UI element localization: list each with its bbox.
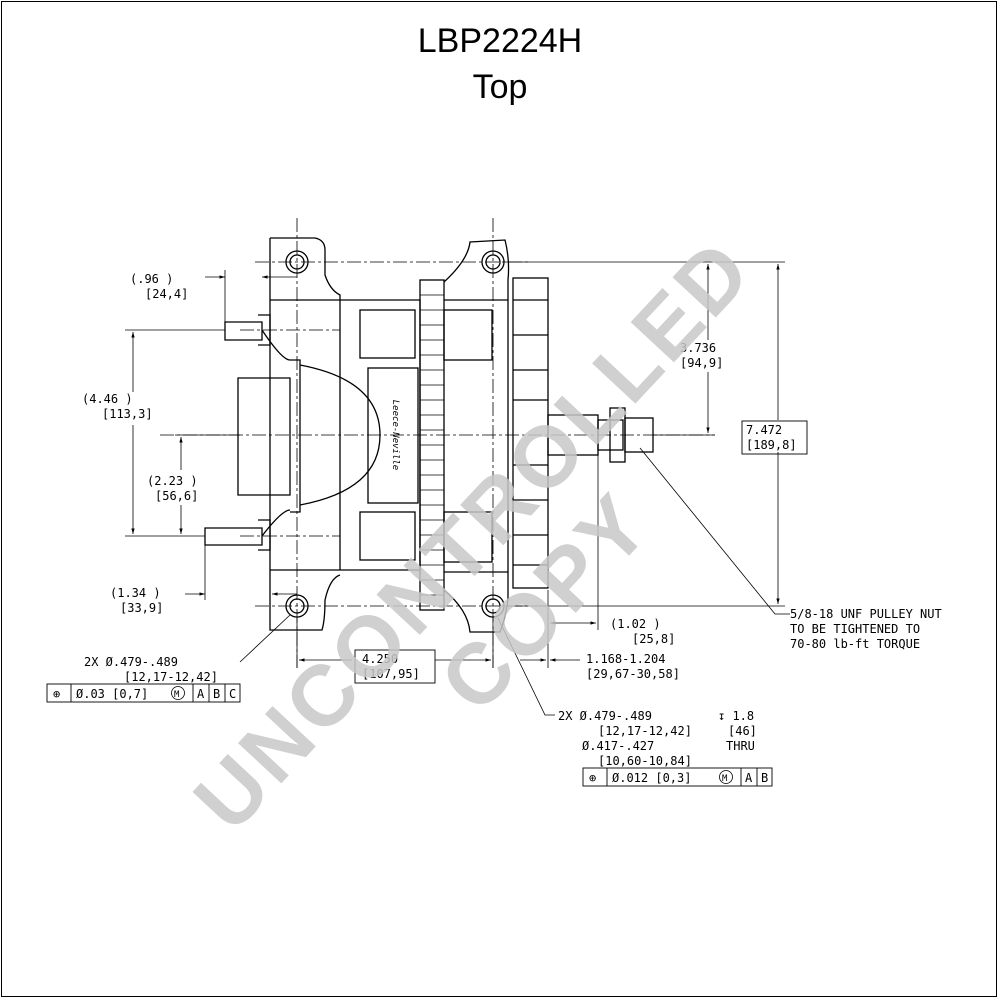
datum-a: A bbox=[745, 771, 753, 785]
dim-1168-mm: [29,67-30,58] bbox=[586, 667, 680, 681]
mmc-modifier: M bbox=[722, 774, 728, 784]
fcf-left-tolerance: Ø.03 [0,7] bbox=[76, 687, 148, 701]
dim-4250-in: 4.250 bbox=[362, 652, 398, 666]
datum-b: B bbox=[761, 771, 768, 785]
dim-096-mm: [24,4] bbox=[145, 287, 188, 301]
dim-102-mm: [25,8] bbox=[632, 632, 675, 646]
datum-c: C bbox=[229, 687, 236, 701]
dim-3736-mm: [94,9] bbox=[680, 356, 723, 370]
fcf-left-text: ⊕ Ø.03 [0,7] M A B C bbox=[53, 686, 236, 701]
hole-right-line4: [10,60-10,84] bbox=[598, 754, 692, 768]
fcf-left bbox=[46, 683, 241, 703]
hole-right-depth: ↧ 1.8 bbox=[718, 709, 754, 723]
pulley-note-line2: TO BE TIGHTENED TO bbox=[790, 622, 920, 636]
dim-134-in: (1.34 ) bbox=[110, 586, 161, 600]
dim-1168-in: 1.168-1.204 bbox=[586, 652, 665, 666]
view-subtitle: Top bbox=[472, 68, 528, 106]
datum-b: B bbox=[213, 687, 220, 701]
fcf-right bbox=[582, 767, 773, 787]
hole-right-depth-mm: [46] bbox=[728, 724, 757, 738]
position-icon: ⊕ bbox=[589, 771, 596, 785]
pulley-note-line1: 5/8-18 UNF PULLEY NUT bbox=[790, 607, 942, 621]
dim-446-mm: [113,3] bbox=[102, 407, 153, 421]
stator-fins bbox=[420, 294, 444, 596]
hole-right-thru: THRU bbox=[726, 739, 755, 753]
hole-left-line2: [12,17-12,42] bbox=[124, 670, 218, 684]
fcf-right-tolerance: Ø.012 [0,3] bbox=[612, 771, 691, 785]
dim-134-mm: [33,9] bbox=[120, 601, 163, 615]
dim-4250-mm: [107,95] bbox=[362, 667, 420, 681]
pulley-note-line3: 70-80 lb-ft TORQUE bbox=[790, 637, 920, 651]
page-title: LBP2224H bbox=[417, 22, 583, 60]
dim-223-in: (2.23 ) bbox=[147, 474, 198, 488]
mmc-modifier: M bbox=[174, 690, 180, 700]
dim-096-in: (.96 ) bbox=[130, 272, 173, 286]
alternator-housing bbox=[204, 237, 654, 633]
brand-label: Leece-Neville bbox=[390, 400, 400, 470]
dim-446-in: (4.46 ) bbox=[82, 392, 133, 406]
hole-right-line1: 2X Ø.479-.489 bbox=[558, 709, 652, 723]
fcf-right-text: ⊕ Ø.012 [0,3] M A B bbox=[589, 770, 768, 785]
position-icon: ⊕ bbox=[53, 687, 60, 701]
dim-3736-in: 3.736 bbox=[680, 341, 716, 355]
dim-223-mm: [56,6] bbox=[155, 489, 198, 503]
dim-102-in: (1.02 ) bbox=[610, 617, 661, 631]
dimension-text: (.96 ) [24,4] (4.46 ) [113,3] (2.23 ) [5… bbox=[82, 272, 808, 684]
dim-7472-mm: [189,8] bbox=[746, 438, 797, 452]
datum-a: A bbox=[197, 687, 205, 701]
notes: 5/8-18 UNF PULLEY NUT TO BE TIGHTENED TO… bbox=[84, 607, 942, 768]
hole-left-line1: 2X Ø.479-.489 bbox=[84, 655, 178, 669]
dim-7472-in: 7.472 bbox=[746, 423, 782, 437]
dimension-lines bbox=[125, 261, 790, 716]
hole-right-line3: Ø.417-.427 bbox=[582, 739, 654, 753]
mounting-holes bbox=[285, 250, 505, 618]
hole-right-line2: [12,17-12,42] bbox=[598, 724, 692, 738]
